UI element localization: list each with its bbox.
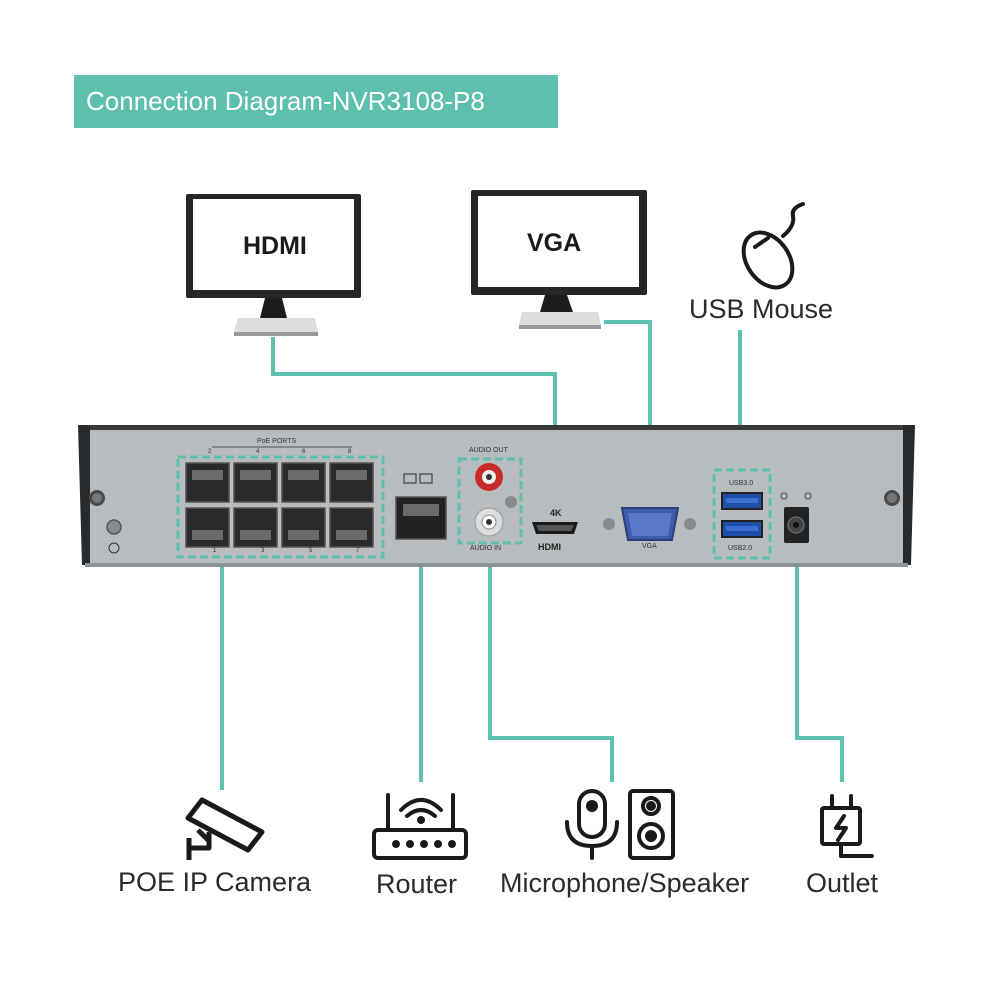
- microphone-icon: [565, 789, 619, 860]
- poe-ports: [176, 446, 385, 559]
- hdmi-monitor-label: HDMI: [243, 232, 307, 260]
- vga-port-label: VGA: [642, 543, 657, 550]
- power-port: [780, 492, 812, 543]
- outlet-cable: [795, 552, 844, 782]
- lan-port: [395, 473, 447, 540]
- router-label: Router: [376, 869, 458, 899]
- poe-ports-label: PoE PORTS: [257, 438, 297, 445]
- hdmi-logo-label: HDMI: [538, 542, 561, 552]
- mouse-icon: [741, 202, 805, 290]
- port-number-6: 6: [302, 449, 306, 455]
- port-number-3: 3: [261, 548, 265, 554]
- diagram-title: Connection Diagram-NVR3108-P8: [86, 86, 485, 116]
- usb-ports: [712, 468, 772, 560]
- outlet-label: Outlet: [806, 868, 879, 898]
- vga-port: [603, 507, 696, 541]
- outlet-icon: [820, 794, 874, 858]
- hdmi-port: [532, 522, 578, 534]
- hdmi-4k-label: 4K: [550, 508, 562, 518]
- speaker-icon: [628, 789, 675, 860]
- port-number-5: 5: [309, 548, 313, 554]
- mic-speaker-label: Microphone/Speaker: [500, 868, 750, 898]
- hdmi-monitor: [186, 194, 361, 336]
- audio-ports: [457, 457, 523, 545]
- audio-in-label: AUDIO IN: [470, 545, 502, 552]
- camera-icon: [185, 797, 265, 860]
- audio-cable: [488, 556, 614, 782]
- port-number-1: 1: [213, 548, 217, 554]
- vga-monitor-label: VGA: [527, 229, 582, 257]
- usb-mouse-label: USB Mouse: [689, 294, 834, 324]
- port-number-7: 7: [356, 548, 360, 554]
- port-number-4: 4: [256, 449, 260, 455]
- title-banner: Connection Diagram-NVR3108-P8: [74, 75, 558, 128]
- usb3-label: USB3.0: [729, 480, 754, 487]
- port-number-8: 8: [348, 449, 352, 455]
- poe-camera-label: POE IP Camera: [118, 867, 312, 897]
- vga-monitor: [471, 190, 647, 329]
- port-number-2: 2: [208, 449, 212, 455]
- usb2-label: USB2.0: [728, 545, 753, 552]
- audio-out-label: AUDIO OUT: [469, 447, 508, 454]
- connection-lines: [220, 320, 844, 790]
- router-icon: [372, 793, 468, 860]
